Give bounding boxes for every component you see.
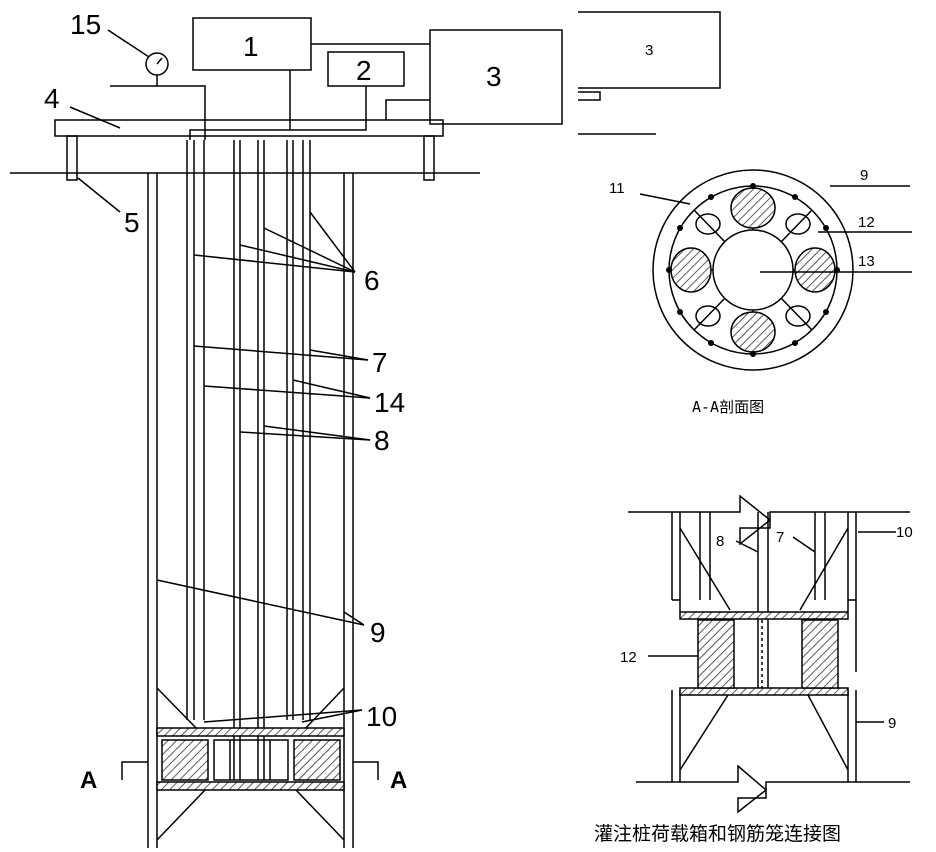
detail-label-10: 10 <box>896 524 913 541</box>
load-box-center <box>213 739 289 781</box>
load-box-left-block <box>161 739 209 781</box>
label-3: 3 <box>486 61 502 92</box>
bottom-break-line <box>636 764 910 814</box>
section-label-right: A <box>390 767 407 794</box>
beam-leg-left <box>66 135 78 181</box>
wire-2-down <box>189 86 367 140</box>
load-box-top-plate <box>156 727 345 737</box>
label-9: 9 <box>370 617 386 648</box>
outer-ring <box>652 169 854 371</box>
label-14: 14 <box>374 387 405 418</box>
section-label-12: 12 <box>858 214 875 231</box>
label-4: 4 <box>44 83 60 114</box>
detail-bottom-plate <box>679 687 849 696</box>
top-right-box <box>578 11 721 135</box>
beam-leg-right <box>423 135 435 181</box>
section-mark-left <box>121 761 148 780</box>
label-10: 10 <box>366 701 397 732</box>
section-mark-right <box>353 761 379 780</box>
label-6: 6 <box>364 265 380 296</box>
connection-detail <box>628 494 910 814</box>
jack-blocks <box>670 187 836 353</box>
hollow-chambers <box>695 213 811 327</box>
detail-label-8: 8 <box>716 533 724 550</box>
label-1: 1 <box>243 31 259 62</box>
section-label-9: 9 <box>860 167 868 184</box>
detail-top-plate <box>679 611 849 620</box>
top-break-line <box>628 494 910 546</box>
gauge-pipe <box>110 85 206 140</box>
cross-section-aa <box>639 169 912 371</box>
detail-label-9: 9 <box>888 715 896 732</box>
device-box-3 <box>429 29 563 125</box>
main-pile-diagram <box>10 17 563 848</box>
label-5: 5 <box>124 207 140 238</box>
detail-label-7: 7 <box>776 529 784 546</box>
section-label-13: 13 <box>858 253 875 270</box>
section-label-left: A <box>80 767 97 794</box>
load-box-bottom-plate <box>156 781 345 791</box>
gauge-needle <box>156 57 163 65</box>
detail-left-block <box>697 619 735 689</box>
cross-section-caption: A-A剖面图 <box>692 398 764 416</box>
section-label-11: 11 <box>609 180 625 197</box>
detail-label-12: 12 <box>620 649 637 666</box>
top-right-box-label: 3 <box>645 42 653 59</box>
connection-detail-caption: 灌注桩荷载箱和钢筋笼连接图 <box>594 823 841 845</box>
load-box-right-block <box>293 739 341 781</box>
detail-right-block <box>801 619 839 689</box>
reference-beam-4 <box>54 119 444 137</box>
displacement-rods <box>186 140 311 780</box>
main-labels: 1 2 3 15 4 5 6 7 14 8 9 10 A A <box>44 9 502 794</box>
label-8: 8 <box>374 425 390 456</box>
label-2: 2 <box>356 55 372 86</box>
label-7: 7 <box>372 347 388 378</box>
label-15: 15 <box>70 9 101 40</box>
wire-3-beam <box>385 99 430 120</box>
